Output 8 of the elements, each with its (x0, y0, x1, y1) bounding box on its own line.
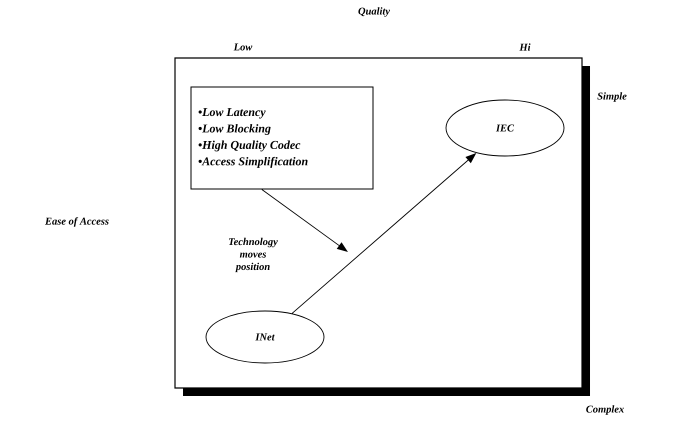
edge-label: Technology moves position (223, 236, 283, 274)
axis-label: Quality (358, 7, 390, 17)
feature-list-box: •Low Latency •Low Blocking •High Quality Codec •Access Simplification (190, 86, 374, 190)
axis-label: Low (234, 44, 252, 50)
axis-label: Complex (586, 405, 624, 415)
axis-label: Ease of Access (44, 217, 109, 227)
axis-label: Simple (597, 92, 627, 102)
axis-label: Hi (519, 43, 530, 51)
